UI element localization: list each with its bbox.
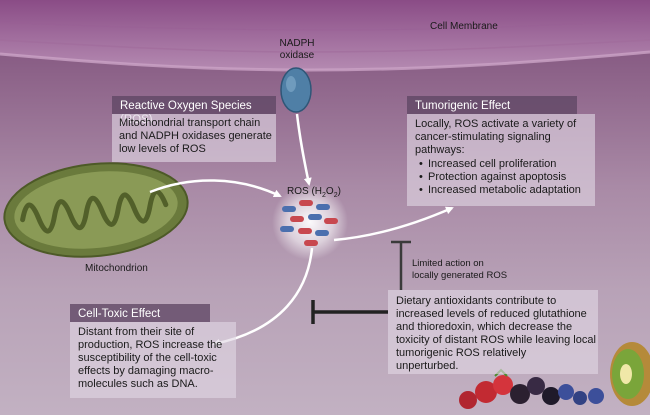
nadph-oxidase-shape <box>280 67 312 113</box>
tumorigenic-box: Locally, ROS activate a variety of cance… <box>407 114 595 206</box>
antioxidant-box: Dietary antioxidants contribute to incre… <box>388 290 598 374</box>
cell-membrane-label: Cell Membrane <box>430 21 498 32</box>
ros-label-text: ROS (H <box>287 186 322 197</box>
ros-box-title: Reactive Oxygen Species (ROS) <box>112 96 276 126</box>
tumorigenic-bullet: Protection against apoptosis <box>419 171 595 184</box>
mitochondrion-label: Mitochondrion <box>85 263 148 274</box>
ros-label-sub2: 2 <box>333 192 338 199</box>
ros-box: Mitochondrial transport chain and NADPH … <box>112 114 276 162</box>
cell-membrane <box>0 0 650 70</box>
arrow-nadph-to-ros <box>295 113 312 186</box>
tumorigenic-bullet: Increased metabolic adaptation <box>419 184 595 197</box>
tumorigenic-bullet: Increased cell proliferation <box>419 158 595 171</box>
fruit-illustration <box>459 342 650 409</box>
ros-box-body: Mitochondrial transport chain and NADPH … <box>119 117 272 155</box>
tumorigenic-box-intro: Locally, ROS activate a variety of cance… <box>415 118 577 156</box>
mitochondrion-shape <box>3 162 189 258</box>
ros-label: ROS (H2O2) <box>287 185 341 202</box>
cytotoxic-box-body: Distant from their site of production, R… <box>78 326 223 390</box>
ros-label-sub: 2 <box>322 192 326 199</box>
ros-label-o: O <box>325 186 334 197</box>
antioxidant-box-body: Dietary antioxidants contribute to incre… <box>396 295 596 372</box>
cytotoxic-box: Distant from their site of production, R… <box>70 322 236 398</box>
cytotoxic-box-title: Cell-Toxic Effect <box>70 304 210 322</box>
arrow-mito-to-ros <box>149 179 282 198</box>
nadph-oxidase-label: NADPH oxidase <box>279 38 315 61</box>
tumorigenic-box-title: Tumorigenic Effect <box>407 96 577 114</box>
limited-action-label: Limited action on locally generated ROS <box>412 258 508 281</box>
ros-label-close: ) <box>337 186 341 197</box>
inhibition-bar-limited <box>391 240 411 290</box>
tumorigenic-bullets: Increased cell proliferation Protection … <box>419 158 595 197</box>
inhibition-bar-distant <box>311 300 388 324</box>
arrow-ros-to-tumorigenic <box>333 206 454 242</box>
ros-molecules <box>280 200 338 246</box>
